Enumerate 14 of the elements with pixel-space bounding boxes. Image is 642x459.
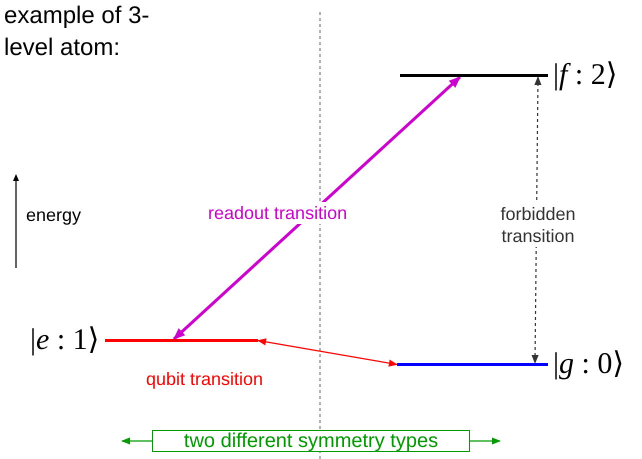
energy-level-bar [397, 363, 548, 366]
arrow [470, 437, 501, 445]
state-label: |e : 1⟩ [30, 322, 100, 358]
energy-level-bar [105, 339, 258, 342]
energy-level-bar [400, 74, 548, 77]
text-box: two different symmetry types [152, 430, 470, 452]
edge-label: readout transition [208, 202, 348, 224]
state-label: |f : 2⟩ [553, 57, 618, 93]
arrow [172, 76, 462, 340]
arrow [257, 338, 398, 367]
axis-label: energy [26, 204, 82, 226]
state-label: |g : 0⟩ [553, 346, 624, 382]
arrow [121, 437, 152, 445]
title: example of 3-level atom: [4, 1, 150, 63]
